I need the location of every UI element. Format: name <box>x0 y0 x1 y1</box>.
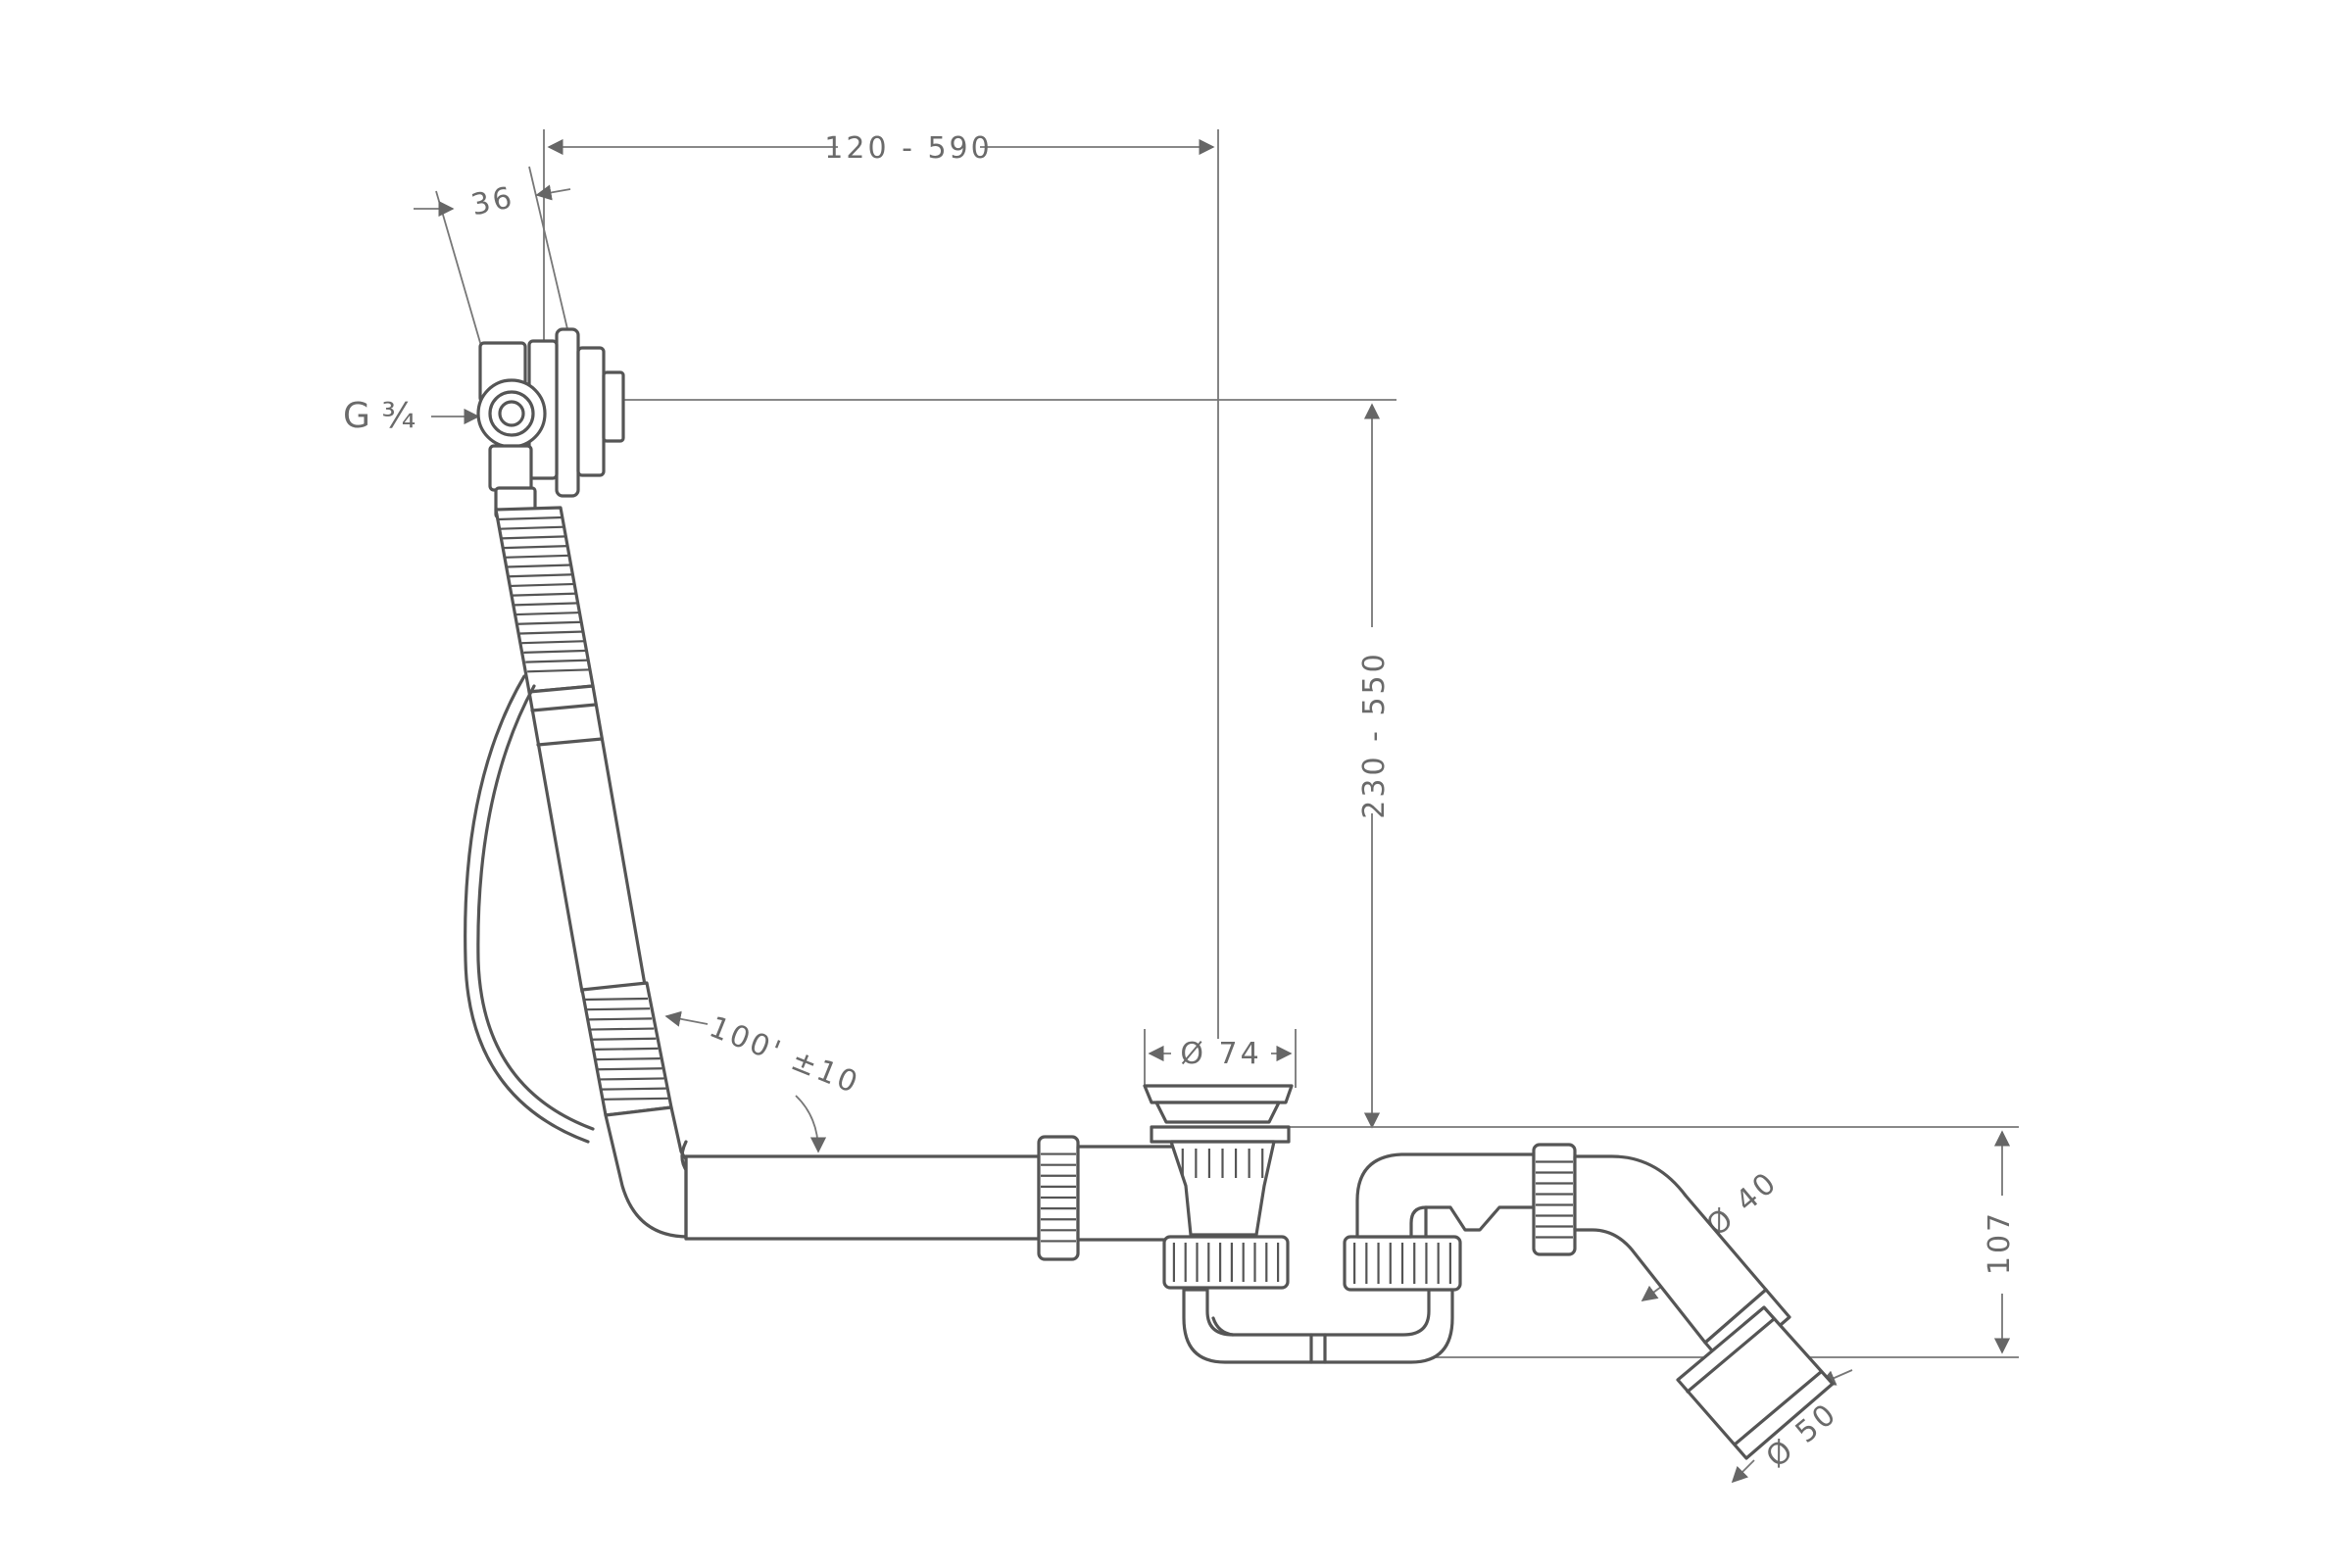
dimension-height-label: 230 - 550 <box>1357 651 1392 818</box>
thread-callout: G ¾ <box>343 396 480 436</box>
dimension-angle: 100' ±10 <box>664 1010 865 1153</box>
dimension-width-label: 120 - 590 <box>824 131 992 166</box>
drain-body <box>1143 1084 1536 1364</box>
dimension-flange-depth-label: 36 <box>468 180 517 222</box>
dimension-trap-height-label: 107 <box>1983 1210 2017 1275</box>
dimension-flange-depth: 36 <box>414 166 571 354</box>
overflow-fitting <box>476 327 625 519</box>
bowden-cable <box>464 674 595 1144</box>
dimension-drain-diameter: Ø 74 <box>1144 1029 1297 1088</box>
dimension-height: 230 - 550 <box>612 399 2019 1129</box>
dimension-angle-label: 100' ±10 <box>705 1010 865 1102</box>
dimension-width: 120 - 590 <box>543 129 1219 1039</box>
thread-label: G ¾ <box>343 396 416 436</box>
horizontal-waste-pipe <box>684 1135 1212 1261</box>
dimension-trap-height: 107 <box>1352 1130 2019 1358</box>
overflow-hose <box>494 506 717 1239</box>
dimension-drain-diameter-label: Ø 74 <box>1180 1037 1261 1071</box>
outlet-pipe <box>1532 1143 1835 1460</box>
